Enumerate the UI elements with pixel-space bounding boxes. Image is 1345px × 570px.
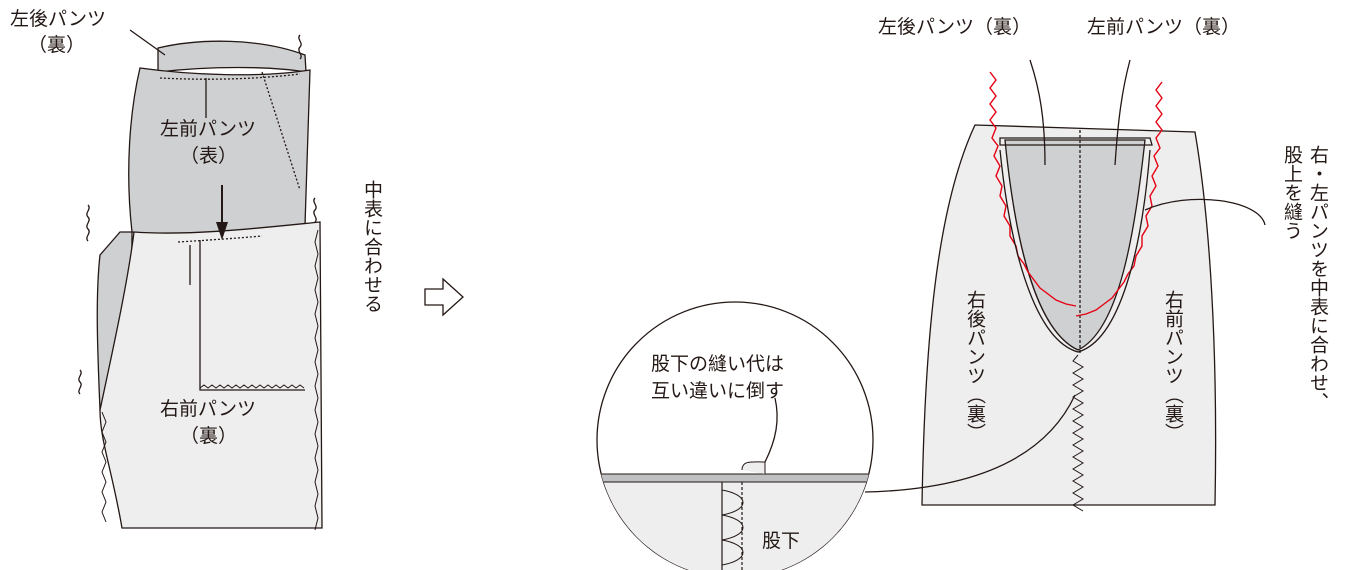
cut-edge-mark	[78, 369, 82, 395]
crotch-seam-line	[999, 149, 1151, 353]
leader-line	[1114, 59, 1131, 166]
hollow-right-arrow-icon	[424, 277, 464, 317]
left-back-pants-piece	[157, 40, 307, 73]
detail-note-line1: 股下の縫い代は	[651, 353, 784, 375]
inseam-overlock	[101, 411, 107, 523]
leader-line	[1144, 198, 1266, 226]
left-back-label-sub: （裏）	[28, 34, 85, 56]
side-note-col1: 右・左パンツを中表に合わせ、	[1307, 145, 1329, 411]
overlock-zigzag	[199, 384, 305, 389]
side-overlock	[314, 229, 319, 531]
top-label-left: 左後パンツ（裏）	[878, 16, 1031, 38]
left-figure: 左後パンツ （裏） 左前パンツ （表） 右前パンツ （裏） 中表に合わせる	[10, 8, 383, 531]
inseam-zigzag	[1072, 354, 1084, 512]
leader-line	[129, 29, 166, 56]
right-front-label-sub: （裏）	[180, 425, 237, 447]
crotch-label: 股下	[762, 530, 800, 552]
seam-band	[597, 473, 873, 483]
right-front-label: 右前パンツ	[160, 398, 256, 420]
leader-line	[764, 397, 778, 463]
top-label-right: 左前パンツ（裏）	[1087, 16, 1240, 38]
left-back-label: 左後パンツ	[10, 8, 106, 30]
cut-edge-mark	[313, 197, 317, 223]
waist-stitch-line-2	[177, 235, 263, 243]
overlock-red-right	[1075, 81, 1163, 317]
right-figure: 左後パンツ（裏） 左前パンツ（裏） 右後パンツ（裏） 右前パンツ（裏） 右・左パ…	[864, 16, 1329, 512]
overlock-red-left	[989, 71, 1077, 307]
waist-stitch-line	[159, 73, 301, 80]
cut-edge-mark	[86, 204, 90, 242]
left-front-label-sub: （表）	[180, 145, 237, 167]
left-pants-inside	[1004, 139, 1146, 351]
overlock-loops	[721, 489, 744, 566]
down-arrow-head-icon	[216, 222, 228, 240]
leader-line	[864, 394, 1076, 493]
seam-allowance-flap	[741, 461, 766, 474]
pocket-outline	[199, 240, 305, 391]
leader-line	[1029, 59, 1046, 166]
detail-note-line2: 互い違いに倒す	[651, 380, 784, 402]
right-back-label: 右後パンツ（裏）	[964, 290, 986, 442]
instruction-text: 中表に合わせる	[361, 180, 383, 313]
side-note-col2: 股上を縫う	[1281, 145, 1303, 240]
left-front-label: 左前パンツ	[160, 118, 256, 140]
waistband-edge	[999, 137, 1153, 146]
right-front-label: 右前パンツ（裏）	[1162, 290, 1184, 442]
detail-circle: 股下の縫い代は 互い違いに倒す 股下	[596, 301, 874, 570]
fabric-area	[597, 474, 873, 570]
right-front-pants-piece	[99, 221, 323, 529]
seam-stitch-line	[261, 71, 301, 191]
cut-edge-mark	[298, 34, 302, 60]
